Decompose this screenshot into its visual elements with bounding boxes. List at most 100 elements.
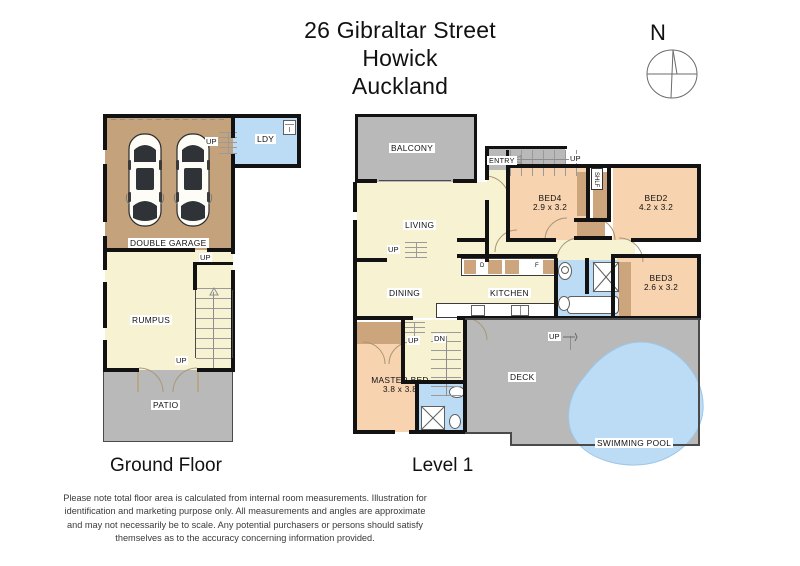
label-ldy: LDY	[255, 134, 277, 144]
deck-door-icon	[464, 317, 488, 341]
wall	[103, 248, 195, 252]
bed2-name: BED2	[644, 193, 668, 203]
bed3-door-icon	[618, 237, 644, 263]
appliance-line	[285, 124, 294, 125]
wall	[103, 282, 107, 328]
wall	[463, 380, 467, 434]
balcony-rail	[379, 180, 451, 181]
bed3-dims: 2.6 x 3.2	[643, 283, 679, 292]
swimming-pool-shape	[568, 341, 704, 466]
toilet-icon	[558, 296, 570, 311]
wall	[506, 164, 701, 168]
stair-marker-up-rumpus-top: UP	[199, 253, 212, 262]
label-fridge: F	[535, 263, 539, 269]
stair-arrow-head-icon	[209, 286, 219, 296]
wall	[353, 316, 413, 320]
ensuite-shower-cross-icon	[420, 405, 446, 431]
label-bed4: BED4 2.9 x 3.2	[523, 193, 577, 212]
dn-stair-arrow	[446, 336, 447, 396]
cooktop-icon	[471, 305, 485, 316]
wall	[631, 238, 701, 242]
label-dining: DINING	[387, 288, 423, 298]
deck-edge	[698, 320, 700, 446]
wall	[353, 258, 387, 262]
basin-bowl-icon	[561, 266, 569, 274]
bed4-name: BED4	[538, 193, 562, 203]
page-title: 26 Gibraltar Street Howick Auckland	[0, 16, 800, 100]
label-dishwasher: D	[480, 263, 485, 269]
wall	[463, 320, 467, 384]
label-kitchen: KITCHEN	[488, 288, 531, 298]
kitchen-cabinet	[464, 260, 476, 274]
disclaimer-text: Please note total floor area is calculat…	[30, 492, 460, 546]
deck-up-arrow-icon	[563, 332, 578, 342]
label-master-bed: MASTER BED 3.8 x 3.8	[359, 375, 441, 394]
wall	[409, 430, 467, 434]
wall	[355, 114, 358, 182]
patio-edge	[103, 372, 104, 442]
stair-marker-up-entry: UP	[569, 154, 582, 163]
stair-rail	[195, 290, 196, 358]
wall	[231, 164, 301, 168]
bed3-name: BED3	[649, 273, 673, 283]
bed4-dims: 2.9 x 3.2	[532, 203, 568, 212]
staircase-living-up	[405, 242, 427, 258]
master-dims: 3.8 x 3.8	[382, 385, 418, 394]
wall	[355, 114, 477, 117]
compass-rose-icon: N	[638, 20, 708, 99]
label-deck: DECK	[508, 372, 537, 382]
wall	[697, 164, 701, 242]
hallway	[487, 170, 509, 262]
kitchen-cabinet	[505, 260, 519, 274]
title-city: Auckland	[351, 73, 449, 99]
wall	[506, 164, 510, 242]
wall	[457, 238, 489, 242]
stair-rail	[232, 290, 233, 358]
wall	[353, 430, 395, 434]
bathroom-door-icon	[556, 237, 580, 261]
wall	[453, 179, 477, 183]
patio-edge	[232, 372, 233, 442]
label-balcony: BALCONY	[389, 143, 436, 153]
wall	[574, 218, 610, 222]
compass-north-label: N	[650, 20, 666, 45]
wall	[401, 380, 467, 384]
deck-step-line	[570, 336, 571, 350]
vehicle-icon-right	[173, 132, 213, 228]
master-wardrobe	[357, 322, 403, 344]
wall	[586, 166, 590, 220]
wall	[474, 114, 477, 182]
wall	[231, 114, 235, 138]
stair-marker-dn: DN	[433, 334, 446, 343]
compass-circle-icon	[646, 49, 698, 99]
label-swimming-pool: SWIMMING POOL	[595, 438, 674, 448]
room-bed2	[613, 168, 698, 240]
vehicle-icon-left	[125, 132, 165, 228]
wall	[103, 236, 107, 270]
wall	[353, 220, 357, 260]
garage-door-line	[111, 119, 227, 120]
stair-direction-arrow	[213, 292, 214, 370]
wall	[231, 114, 301, 118]
stair-landing-level1	[403, 320, 467, 384]
wall	[297, 114, 301, 168]
wall	[574, 236, 612, 240]
label-bed2: BED2 4.2 x 3.2	[628, 193, 684, 212]
label-bed3: BED3 2.6 x 3.2	[633, 273, 689, 292]
wall	[353, 260, 357, 320]
stair-marker-up-garage: UP	[205, 137, 218, 146]
title-street: 26 Gibraltar Street	[304, 17, 496, 43]
label-patio: PATIO	[151, 400, 181, 410]
wall	[103, 368, 139, 372]
wall	[401, 320, 405, 384]
ground-floor-caption: Ground Floor	[110, 455, 222, 476]
wall	[103, 164, 107, 222]
label-shlf: SHLF	[593, 172, 599, 188]
sink-divider	[520, 306, 521, 315]
wall	[103, 114, 107, 150]
wall	[353, 182, 357, 212]
wall	[231, 270, 235, 372]
patio-edge	[103, 441, 233, 442]
kitchen-cabinet	[543, 260, 555, 274]
